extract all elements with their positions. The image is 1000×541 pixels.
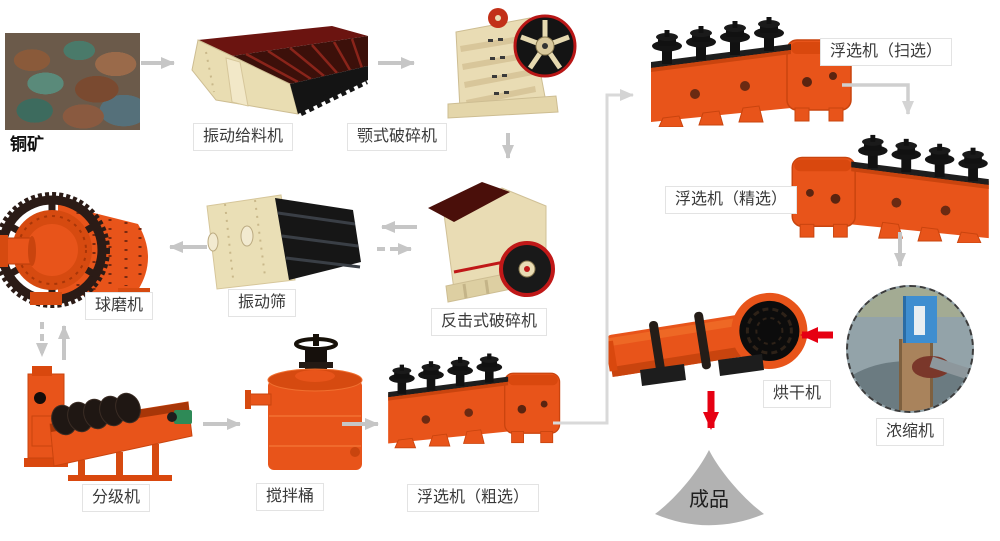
vibrating-screen-illustration (206, 194, 361, 290)
classifier-illustration (24, 366, 193, 481)
ball-mill-illustration (0, 192, 150, 308)
flotation-cleaning-illustration (791, 134, 990, 243)
label-flotation-cleaning: 浮选机（精选） (665, 186, 798, 214)
label-flotation-roughing: 浮选机（粗选） (407, 484, 540, 512)
label-jaw-crusher: 颚式破碎机 (347, 123, 448, 151)
copper-ore-photo (5, 33, 140, 130)
label-classifier: 分级机 (82, 484, 151, 512)
label-dryer: 烘干机 (763, 380, 832, 408)
flotation-scavenging-illustration (650, 16, 852, 127)
dryer-illustration (606, 292, 808, 386)
label-mixing-barrel: 搅拌桶 (256, 483, 325, 511)
impact-crusher-illustration (428, 182, 555, 303)
thickener-shed (902, 295, 937, 343)
product-label: 成品 (689, 488, 729, 511)
flotation-roughing-illustration (387, 352, 561, 449)
thickener-photo (846, 285, 974, 413)
mixing-barrel-illustration (245, 334, 363, 470)
label-flotation-scavenging: 浮选机（扫选） (820, 38, 953, 66)
label-thickener: 浓缩机 (876, 418, 945, 446)
label-impact-crusher: 反击式破碎机 (431, 308, 548, 336)
thickener-shed-door (914, 306, 926, 336)
jaw-crusher-illustration (447, 8, 577, 119)
label-vibrating-screen: 振动筛 (228, 289, 297, 317)
label-vibrating-feeder: 振动给料机 (193, 123, 294, 151)
label-copper-ore: 铜矿 (10, 135, 44, 154)
label-ball-mill: 球磨机 (85, 292, 154, 320)
vibrating-feeder-illustration (191, 26, 368, 117)
product-pile: 成品 (655, 450, 764, 526)
